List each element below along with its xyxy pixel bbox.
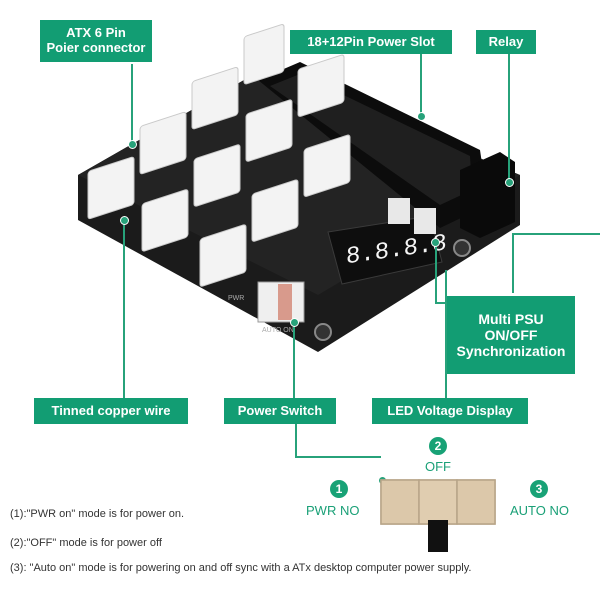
label-relay: Relay [476,30,536,54]
label-atx-6pin-line2: Poier connector [46,40,146,55]
relay-component [460,152,515,238]
breakout-board-illustration: 8.8.8.8 PWR AUTO ON [78,24,520,352]
mode-number-3: 3 [530,480,548,498]
label-led-display: LED Voltage Display [372,398,528,424]
label-tinned-wire-text: Tinned copper wire [51,402,171,418]
label-multi-psu-line2: ON/OFF [484,326,538,343]
mode-number-2: 2 [429,437,447,455]
label-multi-psu: Multi PSU ON/OFF Synchronization [447,296,575,374]
label-tinned-wire: Tinned copper wire [34,398,188,424]
switch-lever [428,520,448,552]
label-power-slot: 18+12Pin Power Slot [290,30,452,54]
label-multi-psu-line1: Multi PSU [478,310,544,327]
label-multi-psu-line3: Synchronization [456,343,566,360]
label-power-switch: Power Switch [224,398,336,424]
note-auto-on: (3): "Auto on" mode is for powering on a… [10,562,472,574]
sync-connector [388,198,410,224]
label-power-switch-text: Power Switch [237,402,323,418]
silk-pwr: PWR [228,295,244,302]
mode-off-label: OFF [425,459,451,474]
slide-switch-diagram [380,479,496,552]
mode-auto-no-label: AUTO NO [510,503,569,518]
note-off: (2):"OFF" mode is for power off [10,537,162,549]
silk-auto: AUTO ON [262,327,294,334]
mounting-hole [314,323,332,341]
mode-pwr-no-label: PWR NO [306,503,360,518]
label-relay-text: Relay [488,33,524,49]
label-power-slot-text: 18+12Pin Power Slot [307,33,435,49]
label-led-display-text: LED Voltage Display [387,402,513,418]
atx-6pin-connectors [87,24,351,287]
note-pwr-on: (1):"PWR on" mode is for power on. [10,508,185,520]
label-atx-6pin-line1: ATX 6 Pin [66,25,126,41]
label-atx-6pin: ATX 6 Pin Poier connector [40,20,152,62]
mode-number-1: 1 [330,480,348,498]
